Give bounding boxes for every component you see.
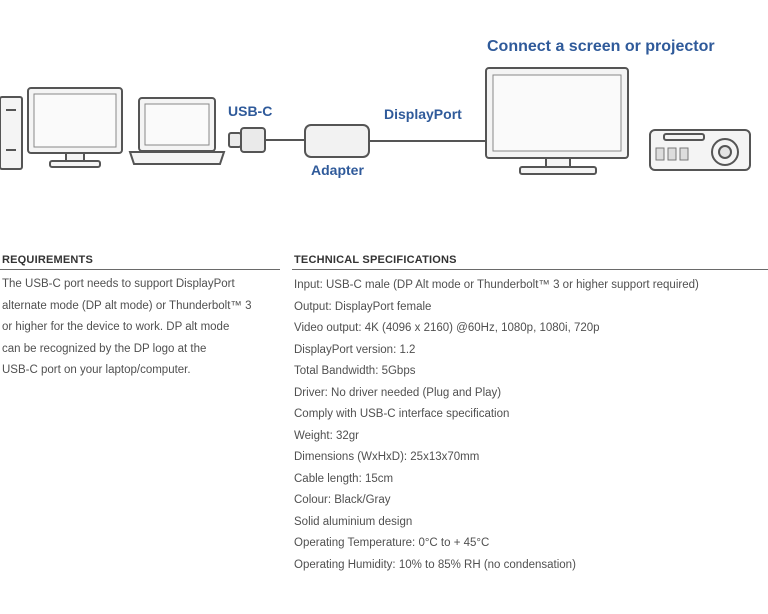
requirements-line: can be recognized by the DP logo at the: [2, 342, 207, 355]
usb-c-label: USB-C: [228, 103, 273, 119]
spec-item: Video output: 4K (4096 x 2160) @60Hz, 10…: [294, 322, 600, 334]
requirements-text: The USB-C port needs to support DisplayP…: [2, 274, 282, 382]
adapter-icon: [304, 124, 370, 158]
spec-item: Output: DisplayPort female: [294, 300, 432, 313]
requirements-heading: REQUIREMENTS: [2, 254, 94, 266]
spec-item: Dimensions (WxHxD): 25x13x70mm: [294, 451, 480, 463]
projector-icon: [649, 129, 751, 171]
spec-item: DisplayPort version: 1.2: [294, 343, 416, 356]
connection-diagram: Connect a screen or projector USB-C Disp…: [0, 0, 768, 230]
spec-item: Total Bandwidth: 5Gbps: [294, 365, 416, 377]
spec-item: Cable length: 15cm: [294, 472, 394, 485]
specifications-rule: [292, 269, 768, 270]
spec-item: Operating Temperature: 0°C to + 45°C: [294, 537, 490, 549]
external-monitor-icon: [485, 67, 629, 175]
requirements-line: or higher for the device to work. DP alt…: [2, 321, 230, 333]
displayport-label: DisplayPort: [384, 106, 462, 122]
specifications-list: Input: USB-C male (DP Alt mode or Thunde…: [294, 275, 699, 576]
requirements-line: USB-C port on your laptop/computer.: [2, 364, 191, 376]
spec-item: Input: USB-C male (DP Alt mode or Thunde…: [294, 279, 699, 291]
spec-item: Colour: Black/Gray: [294, 494, 391, 506]
requirements-line: alternate mode (DP alt mode) or Thunderb…: [2, 299, 252, 312]
desktop-monitor-icon: [27, 87, 123, 168]
diagram-headline: Connect a screen or projector: [487, 38, 715, 55]
spec-item: Weight: 32gr: [294, 429, 359, 442]
diagram-illustration: [0, 67, 751, 175]
spec-item: Driver: No driver needed (Plug and Play): [294, 386, 502, 399]
laptop-icon: [128, 97, 226, 165]
spec-item: Solid aluminium design: [294, 515, 413, 528]
spec-item: Comply with USB-C interface specificatio…: [294, 408, 510, 420]
desktop-tower-icon: [0, 96, 23, 170]
spec-item: Operating Humidity: 10% to 85% RH (no co…: [294, 558, 576, 571]
requirements-line: The USB-C port needs to support DisplayP…: [2, 278, 235, 290]
specifications-heading: TECHNICAL SPECIFICATIONS: [294, 254, 457, 266]
requirements-rule: [0, 269, 280, 270]
usb-c-plug-icon: [228, 127, 266, 153]
adapter-label: Adapter: [311, 162, 364, 178]
